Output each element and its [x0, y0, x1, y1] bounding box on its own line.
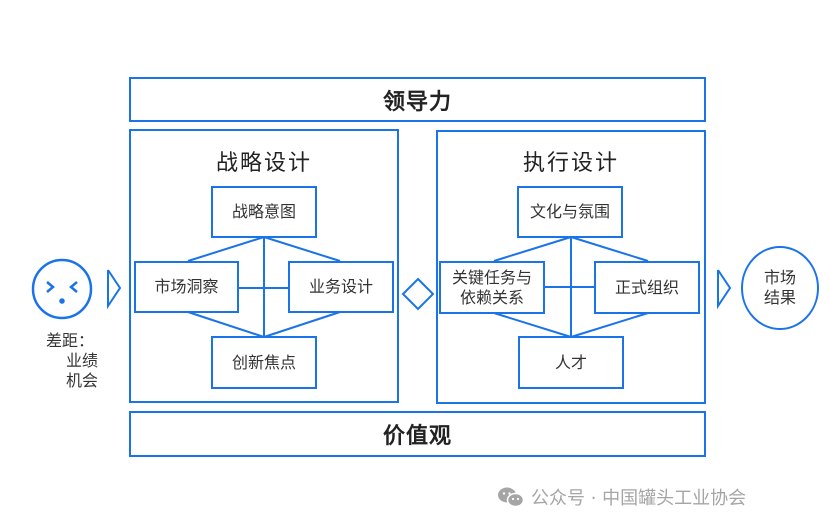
node-label: 人才 — [554, 352, 587, 372]
values-band: 价值观 — [129, 411, 706, 457]
market-result-label: 市场 结果 — [742, 268, 818, 308]
arrow-right-icon — [107, 269, 122, 310]
wechat-icon — [498, 487, 525, 508]
node-label-line: 关键任务与 — [451, 267, 532, 287]
right-panel-connectors — [493, 236, 649, 338]
node-label: 创新焦点 — [231, 352, 296, 372]
diamond-icon — [401, 277, 435, 311]
node-label: 业务设计 — [308, 277, 373, 296]
node-label: 正式组织 — [614, 277, 679, 297]
diagonal-connector — [187, 236, 265, 262]
gap-label-line: 业绩 — [66, 351, 99, 370]
result-label-line: 结果 — [763, 288, 796, 307]
node-talent: 人才 — [518, 336, 624, 389]
gap-label: 差距： 业绩 机会 — [46, 331, 116, 391]
strategy-design-title: 战略设计 — [215, 151, 312, 176]
gap-label-line: 机会 — [66, 371, 99, 390]
diagonal-connector — [263, 311, 341, 338]
diagonal-connector — [570, 312, 649, 338]
watermark-text: 公众号 · 中国罐头工业协会 — [531, 488, 747, 509]
values-label: 价值观 — [382, 424, 452, 449]
node-market-insight: 市场洞察 — [134, 261, 239, 313]
diagonal-connector — [187, 311, 265, 338]
node-label-line: 依赖关系 — [459, 287, 524, 307]
node-label: 战略意图 — [231, 202, 296, 221]
execution-design-title: 执行设计 — [522, 151, 619, 176]
node-innovation-focus: 创新焦点 — [211, 336, 317, 389]
gap-label-line: 差距： — [46, 331, 95, 350]
watermark: 公众号 · 中国罐头工业协会 — [497, 484, 746, 510]
node-culture-climate: 文化与氛围 — [517, 186, 623, 238]
diagonal-connector — [493, 236, 572, 262]
strategy-design-panel: 战略设计 — [129, 129, 399, 403]
node-strategic-intent: 战略意图 — [211, 186, 317, 238]
node-business-design: 业务设计 — [288, 261, 394, 313]
leadership-band: 领导力 — [129, 77, 706, 122]
result-circle — [741, 246, 819, 330]
diagonal-connector — [263, 236, 341, 262]
execution-design-panel: 执行设计 — [436, 130, 706, 404]
result-label-line: 市场 — [763, 268, 796, 287]
diagonal-connector — [493, 312, 572, 338]
node-label: 市场洞察 — [154, 277, 219, 296]
diagonal-connector — [570, 236, 649, 262]
node-formal-organization: 正式组织 — [594, 261, 700, 314]
node-label: 文化与氛围 — [529, 202, 610, 221]
arrow-right-icon — [717, 269, 732, 310]
leadership-label: 领导力 — [382, 89, 452, 115]
sad-face-icon — [31, 258, 93, 320]
left-panel-connectors — [187, 236, 341, 338]
node-key-tasks: 关键任务与 依赖关系 — [439, 261, 545, 314]
